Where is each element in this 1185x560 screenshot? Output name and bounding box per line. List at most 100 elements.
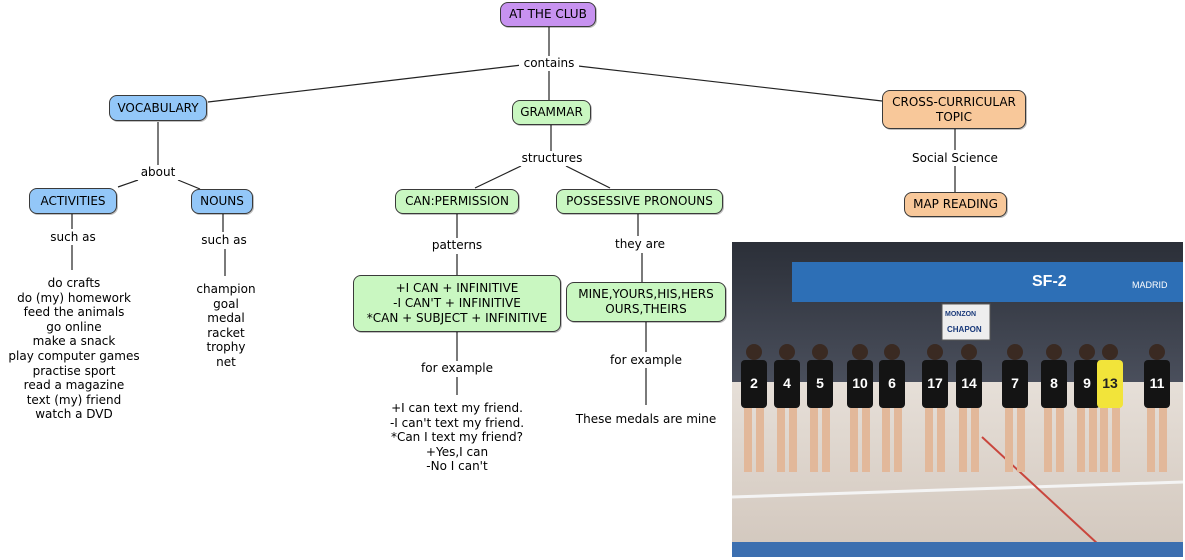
can-pattern-1: +I CAN + INFINITIVE <box>395 281 519 295</box>
node-can-patterns[interactable]: +I CAN + INFINITIVE -I CAN'T + INFINITIV… <box>353 275 561 332</box>
link-social-science: Social Science <box>905 151 1005 166</box>
link-for-example-can: for example <box>414 361 500 376</box>
player-leg <box>971 408 979 472</box>
player-head <box>812 344 828 360</box>
court-line-red <box>981 436 1113 557</box>
player-head <box>1149 344 1165 360</box>
player-figure: 8 <box>1041 344 1067 472</box>
activity-item: text (my) friend <box>26 392 122 407</box>
activity-item: read a magazine <box>23 378 125 393</box>
player-leg <box>756 408 764 472</box>
can-pattern-2: -I CAN'T + INFINITIVE <box>393 296 521 310</box>
jersey-number: 8 <box>1050 375 1058 391</box>
node-activities[interactable]: ACTIVITIES <box>29 188 117 214</box>
cross-curricular-label-line2: TOPIC <box>936 109 972 124</box>
player-jersey <box>847 360 873 408</box>
player-leg <box>894 408 902 472</box>
can-pattern-3: *CAN + SUBJECT + INFINITIVE <box>366 311 548 325</box>
link-structures: structures <box>514 151 590 166</box>
can-example-item: -I can't text my friend. <box>389 415 525 430</box>
map-reading-label: MAP READING <box>913 197 998 211</box>
activity-item: practise sport <box>32 363 116 378</box>
court-line <box>732 480 1183 499</box>
jersey-number: 17 <box>927 375 943 391</box>
nouns-label: NOUNS <box>200 194 244 208</box>
player-leg <box>822 408 830 472</box>
pronoun-example: These medals are mine <box>575 412 717 426</box>
player-jersey <box>1074 360 1100 408</box>
player-jersey <box>774 360 800 408</box>
player-leg <box>882 408 890 472</box>
player-head <box>884 344 900 360</box>
player-leg <box>959 408 967 472</box>
can-example-item: +I can text my friend. <box>391 401 523 415</box>
node-possessive-pronouns[interactable]: POSSESSIVE PRONOUNS <box>556 189 723 214</box>
player-leg <box>862 408 870 472</box>
player-leg <box>1159 408 1167 472</box>
player-leg <box>744 408 752 472</box>
node-map-reading[interactable]: MAP READING <box>904 192 1007 217</box>
jersey-number: 5 <box>816 375 824 391</box>
can-example-item: +Yes,I can <box>425 444 489 459</box>
noun-item: goal <box>213 296 239 311</box>
possessive-pronouns-label: POSSESSIVE PRONOUNS <box>566 194 713 208</box>
player-jersey <box>922 360 948 408</box>
jersey-number: 4 <box>783 375 791 391</box>
activity-item: play computer games <box>8 348 140 363</box>
player-leg <box>1100 408 1108 472</box>
activity-item: watch a DVD <box>35 407 113 422</box>
node-nouns[interactable]: NOUNS <box>191 189 253 214</box>
jersey-number: 14 <box>961 375 977 391</box>
can-examples-list: +I can text my friend. -I can't text my … <box>377 401 537 474</box>
players-group: 2 4 5 10 6 17 14 7 8 9 13 11 <box>741 344 1170 472</box>
root-node-at-the-club[interactable]: AT THE CLUB <box>500 2 596 27</box>
jersey-number: 2 <box>750 375 758 391</box>
link-they-are: they are <box>606 237 674 252</box>
player-leg <box>1112 408 1120 472</box>
can-permission-label: CAN:PERMISSION <box>405 194 509 208</box>
grammar-label: GRAMMAR <box>520 105 583 119</box>
player-head <box>1007 344 1023 360</box>
node-pronouns-list[interactable]: MINE,YOURS,HIS,HERS OURS,THEIRS <box>566 282 726 322</box>
player-figure: 10 <box>847 344 873 472</box>
jersey-number: 10 <box>852 375 868 391</box>
fan-sign-line1: MONZON <box>945 311 976 318</box>
pronouns-line-2: OURS,THEIRS <box>605 302 687 316</box>
noun-item: racket <box>207 325 245 340</box>
node-grammar[interactable]: GRAMMAR <box>512 100 591 125</box>
node-can-permission[interactable]: CAN:PERMISSION <box>395 189 519 214</box>
player-head <box>779 344 795 360</box>
ad-banner <box>792 262 1183 302</box>
noun-item: champion <box>196 282 256 296</box>
player-leg <box>810 408 818 472</box>
player-leg <box>937 408 945 472</box>
player-figure: 5 <box>807 344 833 472</box>
root-label: AT THE CLUB <box>509 7 587 21</box>
banner-city-text: MADRID <box>1132 280 1168 290</box>
jersey-number: 6 <box>888 375 896 391</box>
can-example-item: *Can I text my friend? <box>390 430 524 445</box>
player-leg <box>1056 408 1064 472</box>
player-jersey <box>1097 360 1123 408</box>
jersey-number: 7 <box>1011 375 1019 391</box>
player-leg <box>1017 408 1025 472</box>
node-vocabulary[interactable]: VOCABULARY <box>109 95 207 121</box>
jersey-number: 11 <box>1150 375 1165 391</box>
player-head <box>1046 344 1062 360</box>
player-figure: 11 <box>1144 344 1170 472</box>
activity-item: go online <box>46 319 102 334</box>
link-patterns: patterns <box>424 238 490 253</box>
player-leg <box>1044 408 1052 472</box>
player-figure: 13 <box>1097 344 1123 472</box>
node-cross-curricular-topic[interactable]: CROSS-CURRICULAR TOPIC <box>882 90 1026 129</box>
link-contains: contains <box>519 56 579 71</box>
player-head <box>961 344 977 360</box>
player-head <box>1102 344 1118 360</box>
jersey-number: 9 <box>1083 375 1091 391</box>
player-head <box>746 344 762 360</box>
jersey-number: 13 <box>1102 375 1118 391</box>
